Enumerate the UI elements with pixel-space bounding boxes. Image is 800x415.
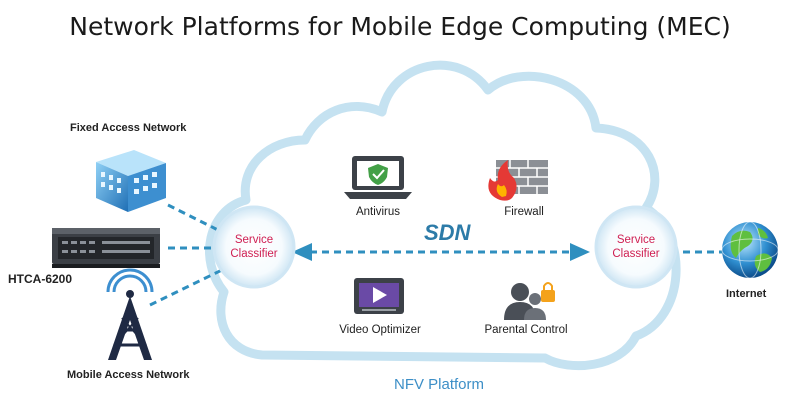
sdn-label: SDN xyxy=(424,220,471,245)
parental-control-label: Parental Control xyxy=(484,324,568,336)
service-classifier-right-label: Service Classifier xyxy=(596,233,676,261)
service-classifier-right-text: Service Classifier xyxy=(612,234,660,260)
mobile-access-connector xyxy=(149,268,223,307)
service-classifier-left-text: Service Classifier xyxy=(230,234,278,260)
parental-control-icon xyxy=(504,282,555,320)
sdn-arrow xyxy=(292,243,590,261)
fixed-access-network-label: Fixed Access Network xyxy=(70,122,187,134)
internet-label: Internet xyxy=(726,288,767,300)
left-connectors xyxy=(149,203,722,307)
sdn-arrowhead-left xyxy=(292,243,312,261)
cell-tower-icon xyxy=(106,268,154,360)
fixed-access-connector xyxy=(167,203,223,234)
antivirus-label: Antivirus xyxy=(355,206,401,218)
service-classifier-left xyxy=(212,205,296,289)
nfv-platform-label: NFV Platform xyxy=(394,376,485,393)
service-classifier-left-label: Service Classifier xyxy=(214,233,294,261)
laptop-shield-icon xyxy=(344,156,412,199)
firewall-label: Firewall xyxy=(504,206,544,218)
mobile-access-network-label: Mobile Access Network xyxy=(67,369,190,381)
video-player-icon xyxy=(354,278,404,314)
htca-6200-label: HTCA-6200 xyxy=(8,272,73,286)
globe-icon xyxy=(721,221,779,279)
sdn-arrowhead-right xyxy=(570,243,590,261)
video-optimizer-label: Video Optimizer xyxy=(339,324,421,336)
firewall-icon xyxy=(488,160,548,201)
server-chassis-icon xyxy=(52,228,160,268)
service-classifier-right xyxy=(594,205,678,289)
building-icon xyxy=(96,150,166,212)
page-title: Network Platforms for Mobile Edge Comput… xyxy=(69,12,731,41)
nfv-cloud xyxy=(205,60,681,371)
